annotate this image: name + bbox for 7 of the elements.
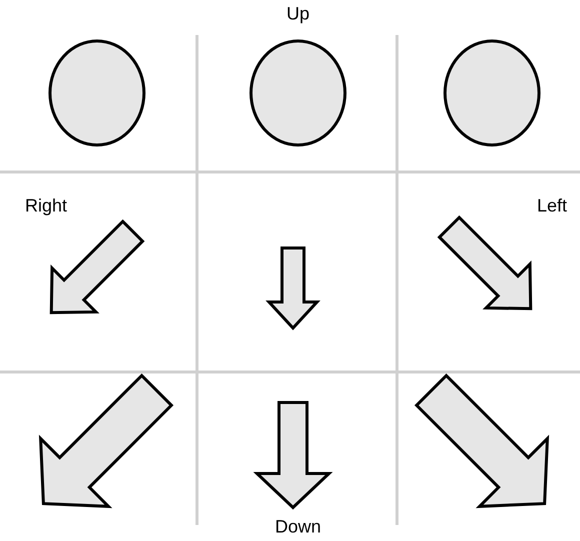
circle [444, 40, 540, 146]
direction-label: Right [24, 196, 68, 216]
direction-label: Up [286, 4, 310, 24]
direction-label: Left [536, 196, 568, 216]
circle [250, 40, 346, 146]
direction-label: Down [274, 516, 322, 538]
circle [48, 40, 146, 146]
